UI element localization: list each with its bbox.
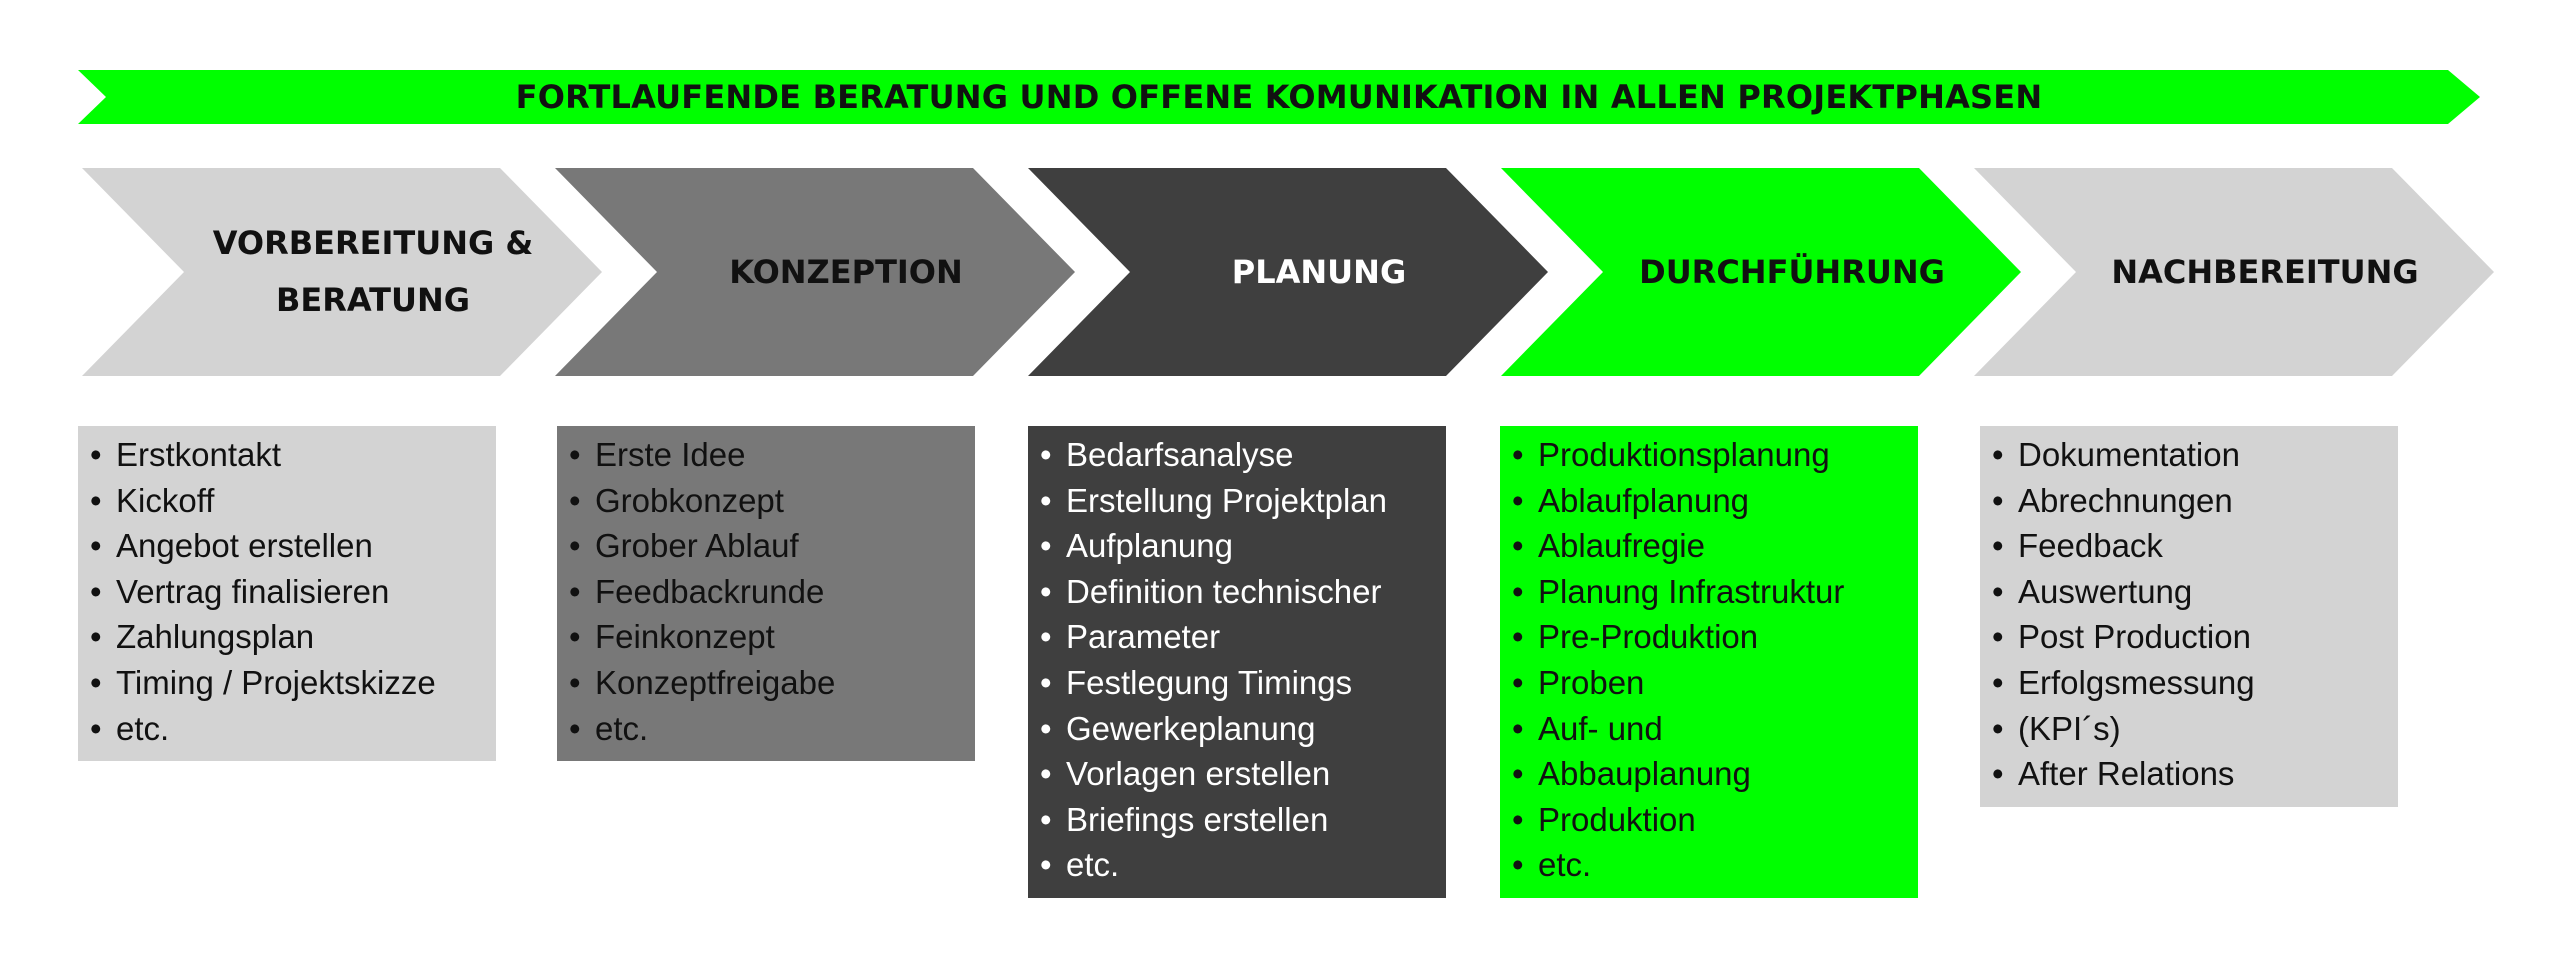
list-item: Feedback [1988, 523, 2390, 569]
list-item: Vorlagen erstellen [1036, 751, 1438, 797]
list-item: Vertrag finalisieren [86, 569, 488, 615]
list-item: Post Production [1988, 614, 2390, 660]
phase-item-list: ErstkontaktKickoffAngebot erstellenVertr… [86, 432, 488, 751]
list-item: Kickoff [86, 478, 488, 524]
phase-item-list: BedarfsanalyseErstellung ProjektplanAufp… [1036, 432, 1438, 888]
list-item: etc. [86, 706, 488, 752]
list-item: Erfolgsmessung [1988, 660, 2390, 706]
phase-title: VORBEREITUNG & BERATUNG [131, 215, 553, 329]
phase-chevron-vorbereitung: VORBEREITUNG & BERATUNG [82, 168, 602, 376]
list-item: Auswertung [1988, 569, 2390, 615]
list-item: Ablaufplanung [1508, 478, 1910, 524]
list-item: Abrechnungen [1988, 478, 2390, 524]
phase-title: NACHBEREITUNG [2023, 244, 2445, 301]
list-item: Abbauplanung [1508, 751, 1910, 797]
phase-details-planung: BedarfsanalyseErstellung ProjektplanAufp… [1028, 426, 1446, 898]
list-item: etc. [565, 706, 967, 752]
phase-title-line: NACHBEREITUNG [2111, 252, 2419, 291]
phase-chevron-nachbereitung: NACHBEREITUNG [1974, 168, 2494, 376]
list-item: Grobkonzept [565, 478, 967, 524]
list-item: Dokumentation [1988, 432, 2390, 478]
phase-details-vorbereitung: ErstkontaktKickoffAngebot erstellenVertr… [78, 426, 496, 762]
phase-title: PLANUNG [1077, 244, 1499, 301]
phase-title: DURCHFÜHRUNG [1550, 244, 1972, 301]
list-item: Produktion [1508, 797, 1910, 843]
list-item: Erste Idee [565, 432, 967, 478]
list-item: Pre-Produktion [1508, 614, 1910, 660]
list-item: Proben [1508, 660, 1910, 706]
banner-text: FORTLAUFENDE BERATUNG UND OFFENE KOMUNIK… [515, 78, 2043, 116]
list-item: Planung Infrastruktur [1508, 569, 1910, 615]
list-item: etc. [1508, 842, 1910, 888]
list-item: Auf- und [1508, 706, 1910, 752]
phase-title-line: KONZEPTION [729, 252, 963, 291]
list-item: (KPI´s) [1988, 706, 2390, 752]
list-item: etc. [1036, 842, 1438, 888]
phase-chevron-durchfuehrung: DURCHFÜHRUNG [1501, 168, 2021, 376]
phase-details-nachbereitung: DokumentationAbrechnungenFeedbackAuswert… [1980, 426, 2398, 807]
phase-title-line: BERATUNG [275, 281, 471, 319]
phase-title-line: DURCHFÜHRUNG [1639, 252, 1945, 291]
phase-chevron-konzeption: KONZEPTION [555, 168, 1075, 376]
phase-item-list: Erste IdeeGrobkonzeptGrober AblaufFeedba… [565, 432, 967, 751]
phase-title-line: VORBEREITUNG & [212, 224, 534, 262]
list-item: Feedbackrunde [565, 569, 967, 615]
list-item: Timing / Projektskizze [86, 660, 488, 706]
list-item: Konzeptfreigabe [565, 660, 967, 706]
list-item: Briefings erstellen [1036, 797, 1438, 843]
phase-details-konzeption: Erste IdeeGrobkonzeptGrober AblaufFeedba… [557, 426, 975, 762]
list-item: Produktionsplanung [1508, 432, 1910, 478]
list-item: Feinkonzept [565, 614, 967, 660]
phase-details-durchfuehrung: ProduktionsplanungAblaufplanungAblaufreg… [1500, 426, 1918, 898]
phase-chevron-planung: PLANUNG [1028, 168, 1548, 376]
phase-item-list: ProduktionsplanungAblaufplanungAblaufreg… [1508, 432, 1910, 888]
phase-banner: FORTLAUFENDE BERATUNG UND OFFENE KOMUNIK… [78, 70, 2480, 124]
phase-title: KONZEPTION [604, 244, 1026, 301]
list-item: Bedarfsanalyse [1036, 432, 1438, 478]
list-item: Erstkontakt [86, 432, 488, 478]
list-item: Angebot erstellen [86, 523, 488, 569]
list-item: Erstellung Projektplan [1036, 478, 1438, 524]
phase-item-list: DokumentationAbrechnungenFeedbackAuswert… [1988, 432, 2390, 797]
phase-title-line: PLANUNG [1231, 252, 1407, 291]
list-item: After Relations [1988, 751, 2390, 797]
list-item: Aufplanung [1036, 523, 1438, 569]
list-item: Parameter [1036, 614, 1438, 660]
list-item: Ablaufregie [1508, 523, 1910, 569]
list-item: Festlegung Timings [1036, 660, 1438, 706]
list-item: Grober Ablauf [565, 523, 967, 569]
list-item: Definition technischer [1036, 569, 1438, 615]
list-item: Zahlungsplan [86, 614, 488, 660]
list-item: Gewerkeplanung [1036, 706, 1438, 752]
